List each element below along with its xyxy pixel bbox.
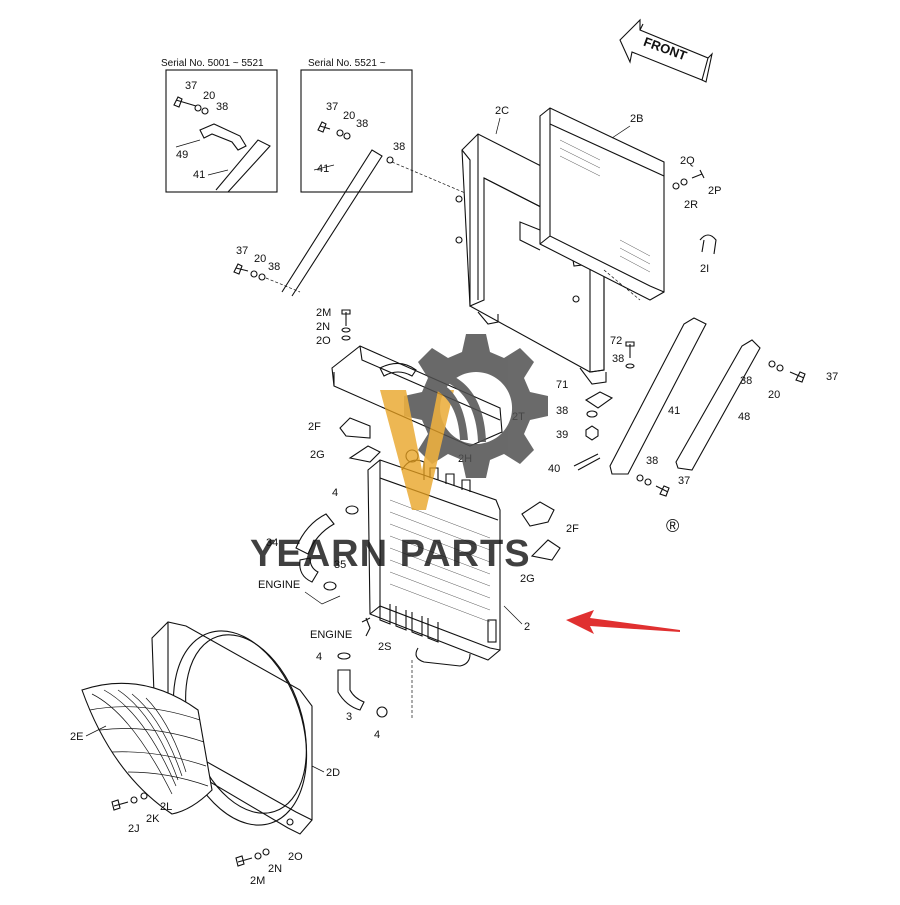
callout-34: 34	[266, 537, 278, 549]
cooler-2B	[519, 107, 665, 301]
watermark-gear-logo	[380, 334, 548, 510]
callout-72: 72	[610, 335, 622, 347]
callout-2P: 2P	[708, 185, 721, 197]
callout-2K: 2K	[146, 813, 160, 825]
callout-38c: 38	[393, 141, 405, 153]
callout-2D: 2D	[326, 767, 340, 779]
callout-4b: 4	[316, 651, 322, 663]
callout-38f: 38	[556, 405, 568, 417]
callout-2O: 2O	[316, 335, 331, 347]
callout-2E: 2E	[70, 731, 83, 743]
inset-left: Serial No. 5001 ~ 5521	[161, 58, 278, 193]
callout-2Ob: 2O	[288, 851, 303, 863]
callout-20c: 20	[254, 253, 266, 265]
callout-2M: 2M	[316, 307, 331, 319]
callout-2G: 2G	[310, 449, 325, 461]
callout-37d: 37	[678, 475, 690, 487]
callout-2R: 2R	[684, 199, 698, 211]
callout-37e: 37	[826, 371, 838, 383]
callout-2N: 2N	[316, 321, 330, 333]
callout-37a: 37	[185, 80, 197, 92]
callout-2C: 2C	[495, 105, 509, 117]
fan-guard-2E	[81, 682, 213, 815]
red-pointer-arrow	[566, 610, 680, 634]
callout-49: 49	[176, 149, 188, 161]
callout-4c: 4	[374, 729, 380, 741]
callout-2B: 2B	[630, 113, 643, 125]
callout-2J: 2J	[128, 823, 140, 835]
callout-71: 71	[556, 379, 568, 391]
callout-48: 48	[738, 411, 750, 423]
callout-2Q: 2Q	[680, 155, 695, 167]
callout-40: 40	[548, 463, 560, 475]
callout-2S: 2S	[378, 641, 391, 653]
callout-37b: 37	[326, 101, 338, 113]
callout-2Nb: 2N	[268, 863, 282, 875]
callout-37c: 37	[236, 245, 248, 257]
callout-4a: 4	[332, 487, 338, 499]
callout-2Gb: 2G	[520, 573, 535, 585]
callout-2I: 2I	[700, 263, 709, 275]
callout-20d: 20	[768, 389, 780, 401]
callout-38a: 38	[216, 101, 228, 113]
callout-2Mb: 2M	[250, 875, 265, 887]
callout-39: 39	[556, 429, 568, 441]
callout-38e: 38	[612, 353, 624, 365]
callout-2: 2	[524, 621, 530, 633]
callout-38b: 38	[356, 118, 368, 130]
inset-right: Serial No. 5521 ~	[281, 58, 413, 297]
engine-label-top: ENGINE	[258, 579, 300, 591]
engine-label-bottom: ENGINE	[310, 629, 352, 641]
callout-41b: 41	[317, 163, 329, 175]
callout-20a: 20	[203, 90, 215, 102]
callout-20b: 20	[343, 110, 355, 122]
callout-38h: 38	[740, 375, 752, 387]
front-arrow: FRONT	[619, 18, 713, 83]
callout-38d: 38	[268, 261, 280, 273]
callout-38g: 38	[646, 455, 658, 467]
inset-right-title: Serial No. 5521 ~	[308, 58, 386, 69]
callout-3: 3	[346, 711, 352, 723]
callout-35: 35	[334, 559, 346, 571]
registered-mark: ®	[666, 516, 679, 536]
callout-2F: 2F	[308, 421, 321, 433]
callout-41a: 41	[193, 169, 205, 181]
callout-2L: 2L	[160, 801, 172, 813]
watermark-brand-text: YEARN PARTS	[250, 533, 531, 575]
callout-2Fb: 2F	[566, 523, 579, 535]
callout-41c: 41	[668, 405, 680, 417]
inset-left-title: Serial No. 5001 ~ 5521	[161, 58, 264, 69]
bolt-set-left	[233, 263, 266, 281]
radiator-2	[367, 449, 501, 667]
